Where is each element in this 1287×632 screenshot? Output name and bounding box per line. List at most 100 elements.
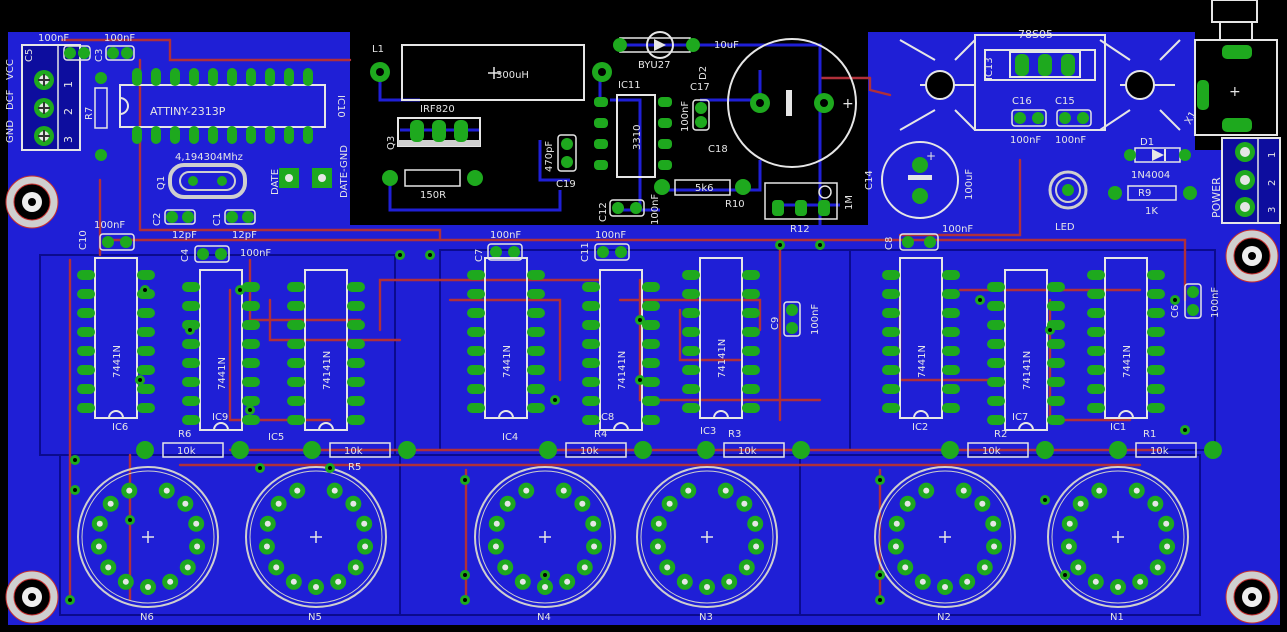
ic8-label: IC8 [598, 412, 614, 423]
capacitor-c10 [99, 233, 135, 251]
d2-label: D2 [698, 66, 709, 80]
capacitor-c14: + [881, 141, 959, 219]
ic4-label: IC4 [502, 432, 518, 443]
c3-capacitor [105, 45, 135, 61]
ic9-driver [182, 269, 260, 431]
capacitor-c6 [1184, 283, 1202, 319]
ic1-driver [1087, 257, 1165, 419]
r1-label: R1 [1143, 429, 1156, 440]
l1-value: 300uH [496, 70, 529, 81]
pin-2-right: 2 [1267, 180, 1278, 186]
r9-value: 1K [1145, 206, 1158, 217]
c18-label: C18 [708, 144, 728, 155]
ic13-label: IC13 [984, 57, 995, 80]
r9-label: R9 [1138, 188, 1151, 199]
ic4-driver [467, 257, 545, 419]
heatsink-hole-right [1125, 70, 1155, 100]
pin-3-right: 3 [1267, 207, 1278, 213]
upper-right-cutout [1195, 0, 1287, 150]
capacitor-c16 [1011, 109, 1047, 127]
c2-capacitor [164, 209, 196, 225]
ic7-label: IC7 [1012, 412, 1028, 423]
nixie-tube-n4 [474, 466, 616, 608]
c19-label: C19 [556, 179, 576, 190]
c3-label: C3 [94, 49, 105, 62]
dc-jack-x1: + [1194, 0, 1278, 136]
r6-label: R6 [178, 429, 191, 440]
regulator-ic13 [1009, 51, 1081, 78]
ic10-chip-label: ATTINY-2313P [150, 105, 226, 118]
r1-value: 10k [1150, 446, 1169, 457]
svg-text:+: + [926, 149, 936, 163]
c8-value: 100nF [942, 224, 973, 235]
r2-label: R2 [994, 429, 1007, 440]
c16-label: C16 [1012, 96, 1032, 107]
mounting-hole-top-left [5, 175, 59, 229]
n2-label: N2 [937, 612, 951, 623]
ic1-label: IC1 [1110, 422, 1126, 433]
r12-label: R12 [790, 224, 810, 235]
mosfet-q3 [397, 117, 481, 147]
c1-capacitor [224, 209, 256, 225]
label-gnd: GND [5, 120, 16, 143]
ic10-microcontroller [119, 68, 326, 144]
ic3-chip-label: 74141N [717, 339, 728, 378]
c-top-value: 10uF [714, 40, 739, 51]
resistor-r5 [303, 441, 416, 459]
c17-value: 100nF [680, 101, 691, 132]
d1-label: D1 [1140, 137, 1154, 148]
capacitor-c9 [783, 301, 801, 337]
r7-resistor [94, 72, 108, 161]
mounting-hole-bottom-left [5, 570, 59, 624]
resistor-r6 [136, 441, 249, 459]
r7-label: R7 [84, 107, 95, 120]
c7-label: C7 [474, 249, 485, 262]
ic3-driver [682, 257, 760, 419]
inductor-l1 [370, 44, 612, 101]
capacitor-c15 [1056, 109, 1092, 127]
c2-value: 12pF [172, 230, 197, 241]
resistor-r4 [539, 441, 652, 459]
ic11-label: IC11 [618, 80, 641, 91]
ic2-chip-label: 7441N [917, 345, 928, 378]
r8-value: 150R [420, 190, 446, 201]
ic9-chip-label: 7441N [217, 357, 228, 390]
pin-3-left: 3 [62, 136, 75, 143]
mounting-hole-right-middle [1225, 229, 1279, 283]
pour-islands [39, 249, 1216, 616]
led-indicator [1048, 170, 1088, 210]
r4-value: 10k [580, 446, 599, 457]
n3-label: N3 [699, 612, 713, 623]
diode-d2 [613, 31, 700, 59]
c9-label: C9 [770, 317, 781, 330]
resistor-r1 [1109, 441, 1222, 459]
irf820-label: IRF820 [420, 104, 455, 115]
capacitor-c11 [594, 243, 630, 261]
c14-value: 100uF [964, 169, 975, 200]
terminal-block-left [21, 44, 81, 151]
mounting-hole-bottom-right [1225, 570, 1279, 624]
ic2-driver [882, 257, 960, 419]
c11-label: C11 [580, 242, 591, 262]
mounting-holes [5, 175, 1279, 624]
c17-label: C17 [690, 82, 710, 93]
nixie-tube-n6 [77, 466, 219, 608]
c15-label: C15 [1055, 96, 1075, 107]
c3-value: 100nF [104, 33, 135, 44]
c10-label: C10 [78, 230, 89, 250]
n6-label: N6 [140, 612, 154, 623]
capacitor-c4 [194, 245, 230, 263]
q1-label: Q1 [156, 176, 167, 190]
date-pads [279, 168, 332, 188]
resistor-r10 [654, 179, 751, 196]
capacitor-c17 [692, 99, 710, 131]
c16-value: 100nF [1010, 135, 1041, 146]
ic7-driver [987, 269, 1065, 431]
svg-text:+: + [1229, 84, 1241, 100]
c19-value: 470pF [544, 141, 555, 172]
capacitor-c7 [487, 243, 523, 261]
r10-value: 5k6 [695, 183, 714, 194]
c6-label: C6 [1170, 305, 1181, 318]
ic1-chip-label: 7441N [1122, 345, 1133, 378]
label-power: POWER [1210, 177, 1223, 218]
